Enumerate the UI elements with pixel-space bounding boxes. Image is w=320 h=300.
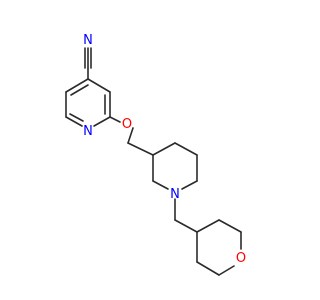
bond-pip-c4-c5 [174, 142, 198, 156]
structure-canvas: N N O N O [65, 33, 246, 276]
bond-n1-c6-double [69, 113, 84, 122]
bond-c2-n1 [93, 116, 111, 127]
molecule-drawing: N N O N O [65, 33, 246, 276]
bond-ox-c3-c2 [218, 219, 242, 233]
atom-labels: N N O N O [83, 33, 246, 266]
bond-c5-c4 [65, 78, 89, 93]
bond-ch2-c3p [127, 142, 154, 156]
bond-c4-c3 [87, 78, 111, 93]
atom-n-nitrile: N [83, 33, 93, 48]
atom-n-piperidine: N [170, 187, 180, 202]
atom-o-oxane: O [236, 251, 246, 266]
atom-o-ether: O [122, 117, 132, 132]
bond-pip-n-c2 [152, 180, 169, 190]
bond-n1-c6 [65, 116, 83, 127]
bond-c5-c4-double [70, 84, 89, 96]
bond-ox-o-c6 [218, 265, 235, 276]
bond-ch2-oxane [174, 219, 198, 233]
bond-pip-c3-c4 [152, 142, 176, 156]
bond-ox-c6-c5 [196, 261, 220, 276]
bond-c2-o [109, 116, 121, 123]
bond-pip-c6-n [181, 180, 198, 190]
atom-n-pyridine: N [83, 124, 93, 139]
bond-ox-c4-c3 [196, 219, 220, 233]
bonds [65, 47, 242, 276]
bond-o-ch2 [127, 127, 134, 144]
